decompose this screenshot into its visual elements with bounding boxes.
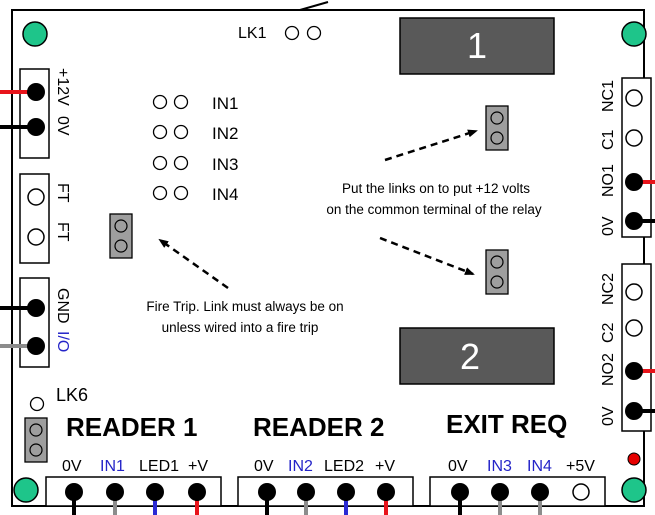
mounting-hole-top-right <box>621 21 647 47</box>
terminal-screw <box>27 228 45 246</box>
terminal-screw <box>625 402 643 420</box>
terminal-label-nc1: NC1 <box>600 80 617 112</box>
exit-terminal-label: IN4 <box>527 458 552 475</box>
terminal-label-ft: FT <box>54 222 71 242</box>
terminal-screw <box>27 337 45 355</box>
reader-2-terminal-label: +V <box>375 458 395 475</box>
terminal-label-0v: 0V <box>600 406 617 426</box>
relay-1 <box>399 17 555 75</box>
terminal-screw <box>188 483 206 501</box>
reader-1-heading: READER 1 <box>66 412 197 442</box>
terminal-screw <box>625 129 643 147</box>
fire-trip-link-arrow <box>158 238 229 290</box>
terminal-label-ft: FT <box>54 183 71 203</box>
reader-1-terminal-label: +V <box>188 458 208 475</box>
fire-trip-terminal-block <box>19 173 50 264</box>
terminal-screw <box>625 283 643 301</box>
mounting-hole-top-left <box>22 21 48 47</box>
lk1-label: LK1 <box>238 25 267 42</box>
lk6-label: LK6 <box>56 385 88 405</box>
input-link-pins <box>152 94 189 201</box>
terminal-screw <box>65 483 83 501</box>
reader-2-terminal-label: IN2 <box>288 458 313 475</box>
reader-1-terminal-label: 0V <box>62 458 82 475</box>
terminal-screw <box>491 483 509 501</box>
input-link-label: IN4 <box>212 185 238 204</box>
mounting-hole-bottom-right <box>621 477 647 503</box>
terminal-label-io: I/O <box>54 331 71 352</box>
terminal-screw <box>531 483 549 501</box>
input-link-pin <box>152 124 168 140</box>
input-link-pin <box>173 155 189 171</box>
exit-req-heading: EXIT REQ <box>446 409 567 439</box>
relay-2-jumper <box>485 249 509 295</box>
input-link-pin <box>173 124 189 140</box>
board-cable-edge <box>299 1 329 11</box>
terminal-screw <box>106 483 124 501</box>
terminal-screw <box>258 483 276 501</box>
input-link-pin <box>152 155 168 171</box>
reader-2-terminal-label: 0V <box>254 458 274 475</box>
terminal-label-c1: C1 <box>600 129 617 150</box>
relay-links-note: on the common terminal of the relay <box>326 202 542 217</box>
input-link-pin <box>152 185 168 201</box>
lk1-pin <box>284 25 300 41</box>
reader-1-terminal-label: IN1 <box>100 458 125 475</box>
reader-2-heading: READER 2 <box>253 412 384 442</box>
relay-2-label: 2 <box>460 336 480 377</box>
mounting-hole-bottom-left <box>13 477 39 503</box>
relay-1-jumper <box>485 105 509 151</box>
terminal-screw <box>625 89 643 107</box>
relay-1-link-arrow <box>384 129 478 162</box>
terminal-screw <box>27 83 45 101</box>
input-link-pin <box>173 185 189 201</box>
fire-trip-note: unless wired into a fire trip <box>162 320 319 335</box>
terminal-screw <box>625 319 643 337</box>
terminal-screw <box>146 483 164 501</box>
terminal-screw <box>27 118 45 136</box>
reader-2-terminal-label: LED2 <box>324 458 364 475</box>
reader-1-terminal-label: LED1 <box>139 458 179 475</box>
status-led <box>627 452 641 466</box>
relay-1-label: 1 <box>467 25 487 66</box>
exit-terminal-label: 0V <box>448 458 468 475</box>
terminal-label-no1: NO1 <box>600 164 617 197</box>
terminal-screw <box>27 188 45 206</box>
exit-terminal-label: +5V <box>566 458 595 475</box>
lk6-pin <box>29 396 45 412</box>
fire-trip-note: Fire Trip. Link must always be on <box>146 299 343 314</box>
lk6-jumper <box>24 417 48 463</box>
terminal-screw <box>625 212 643 230</box>
power-terminal-block <box>19 68 50 159</box>
exit-terminal-label: IN3 <box>487 458 512 475</box>
terminal-screw <box>377 483 395 501</box>
input-link-label: IN3 <box>212 155 238 174</box>
terminal-screw <box>337 483 355 501</box>
relay-links-note: Put the links on to put +12 volts <box>342 181 530 196</box>
terminal-screw <box>572 483 590 501</box>
input-link-label: IN2 <box>212 124 238 143</box>
input-link-pin <box>152 94 168 110</box>
terminal-screw <box>451 483 469 501</box>
terminal-label-no2: NO2 <box>600 353 617 386</box>
terminal-screw <box>625 362 643 380</box>
lk1-pin <box>306 25 322 41</box>
fire-trip-jumper <box>109 213 133 259</box>
input-link-label: IN1 <box>212 94 238 113</box>
terminal-label-c2: C2 <box>600 322 617 343</box>
terminal-label-0v: 0V <box>54 116 71 136</box>
terminal-label-gnd: GND <box>54 288 71 324</box>
terminal-label-12v: +12V <box>54 68 71 106</box>
terminal-screw <box>27 299 45 317</box>
relay-2-link-arrow <box>379 236 475 276</box>
relay-2 <box>399 327 555 385</box>
terminal-screw <box>297 483 315 501</box>
input-link-pin <box>173 94 189 110</box>
terminal-screw <box>625 173 643 191</box>
terminal-label-nc2: NC2 <box>600 273 617 305</box>
terminal-label-0v: 0V <box>600 216 617 236</box>
